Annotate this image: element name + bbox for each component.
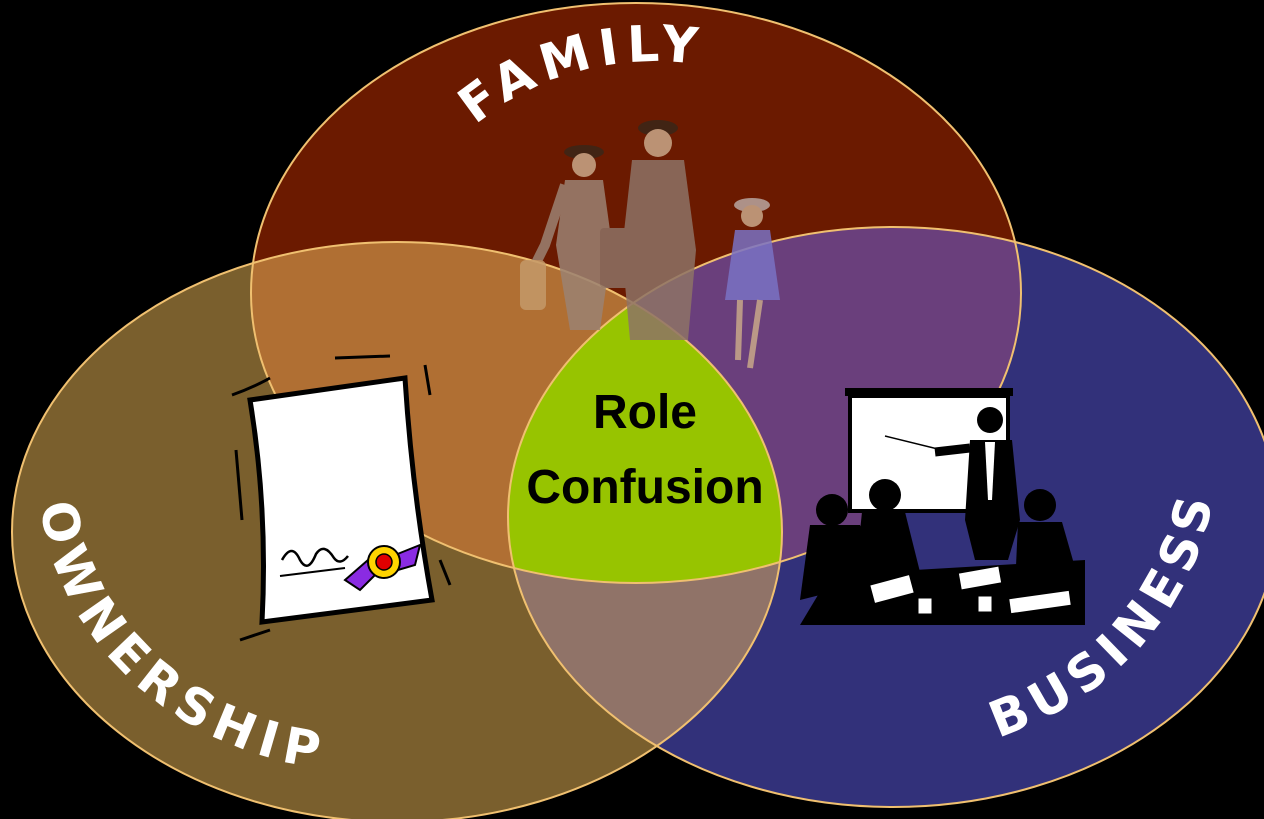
role-confusion-region xyxy=(508,242,782,583)
business-outline xyxy=(507,226,1264,808)
family-walking-icon xyxy=(520,120,780,369)
business-meeting-icon xyxy=(800,388,1085,625)
center-label-line1: Role xyxy=(593,386,697,439)
center-label-line2: Confusion xyxy=(526,461,763,514)
family-outline xyxy=(250,2,1022,584)
signed-certificate-icon xyxy=(231,354,452,642)
ownership-outline xyxy=(11,241,783,819)
